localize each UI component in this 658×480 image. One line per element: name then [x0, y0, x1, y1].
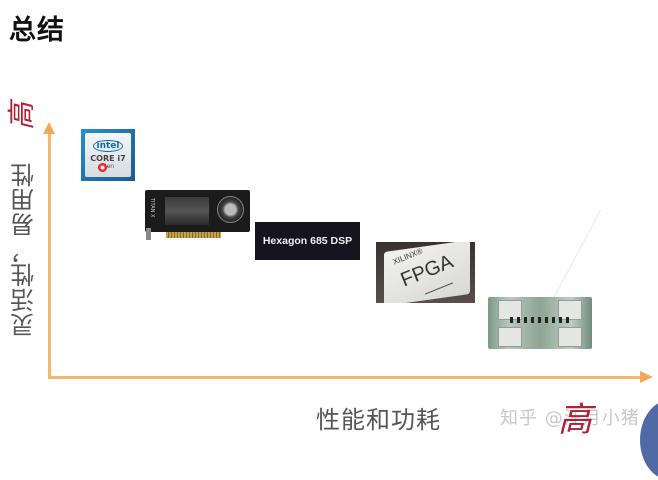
tpu-board-image — [488, 297, 592, 349]
slide-title: 总结 — [9, 15, 65, 46]
y-axis-label: 灵活性，易用性 — [10, 162, 39, 338]
gpu-bracket — [146, 228, 151, 240]
x-axis-high-annotation: 高 — [558, 400, 592, 440]
tpu-connector — [510, 317, 570, 323]
presenter-video-overlay — [640, 400, 658, 480]
gpu-card-image: TITAN X — [145, 190, 250, 232]
dsp-label-box: Hexagon 685 DSP — [255, 222, 360, 260]
tpu-package — [498, 327, 522, 347]
cpu-product-text: CORE i7 — [90, 154, 126, 163]
cpu-gen-text: Gen — [101, 163, 115, 170]
watermark: 知乎 @汪月小猪 — [500, 408, 640, 429]
intel-logo: intel — [92, 140, 124, 152]
fpga-chip-image: XILINX® FPGA — [376, 242, 475, 303]
gpu-pcie-pins — [166, 232, 221, 238]
x-axis-line — [48, 376, 642, 379]
laser-pointer-dot — [98, 163, 107, 172]
x-axis-arrow-icon — [640, 371, 653, 383]
y-axis-line — [48, 130, 51, 378]
gpu-shroud — [165, 197, 209, 225]
gpu-fan-icon — [217, 196, 244, 223]
cpu-intel-core-i7-image: intel CORE i7 Gen — [81, 129, 135, 181]
gpu-side-label: TITAN X — [149, 198, 155, 218]
y-axis-high-annotation: 高 — [5, 101, 39, 131]
y-axis-arrow-icon — [43, 122, 55, 134]
tpu-package — [558, 327, 582, 347]
x-axis-label: 性能和功耗 — [316, 406, 441, 434]
tpu-package — [558, 300, 582, 320]
